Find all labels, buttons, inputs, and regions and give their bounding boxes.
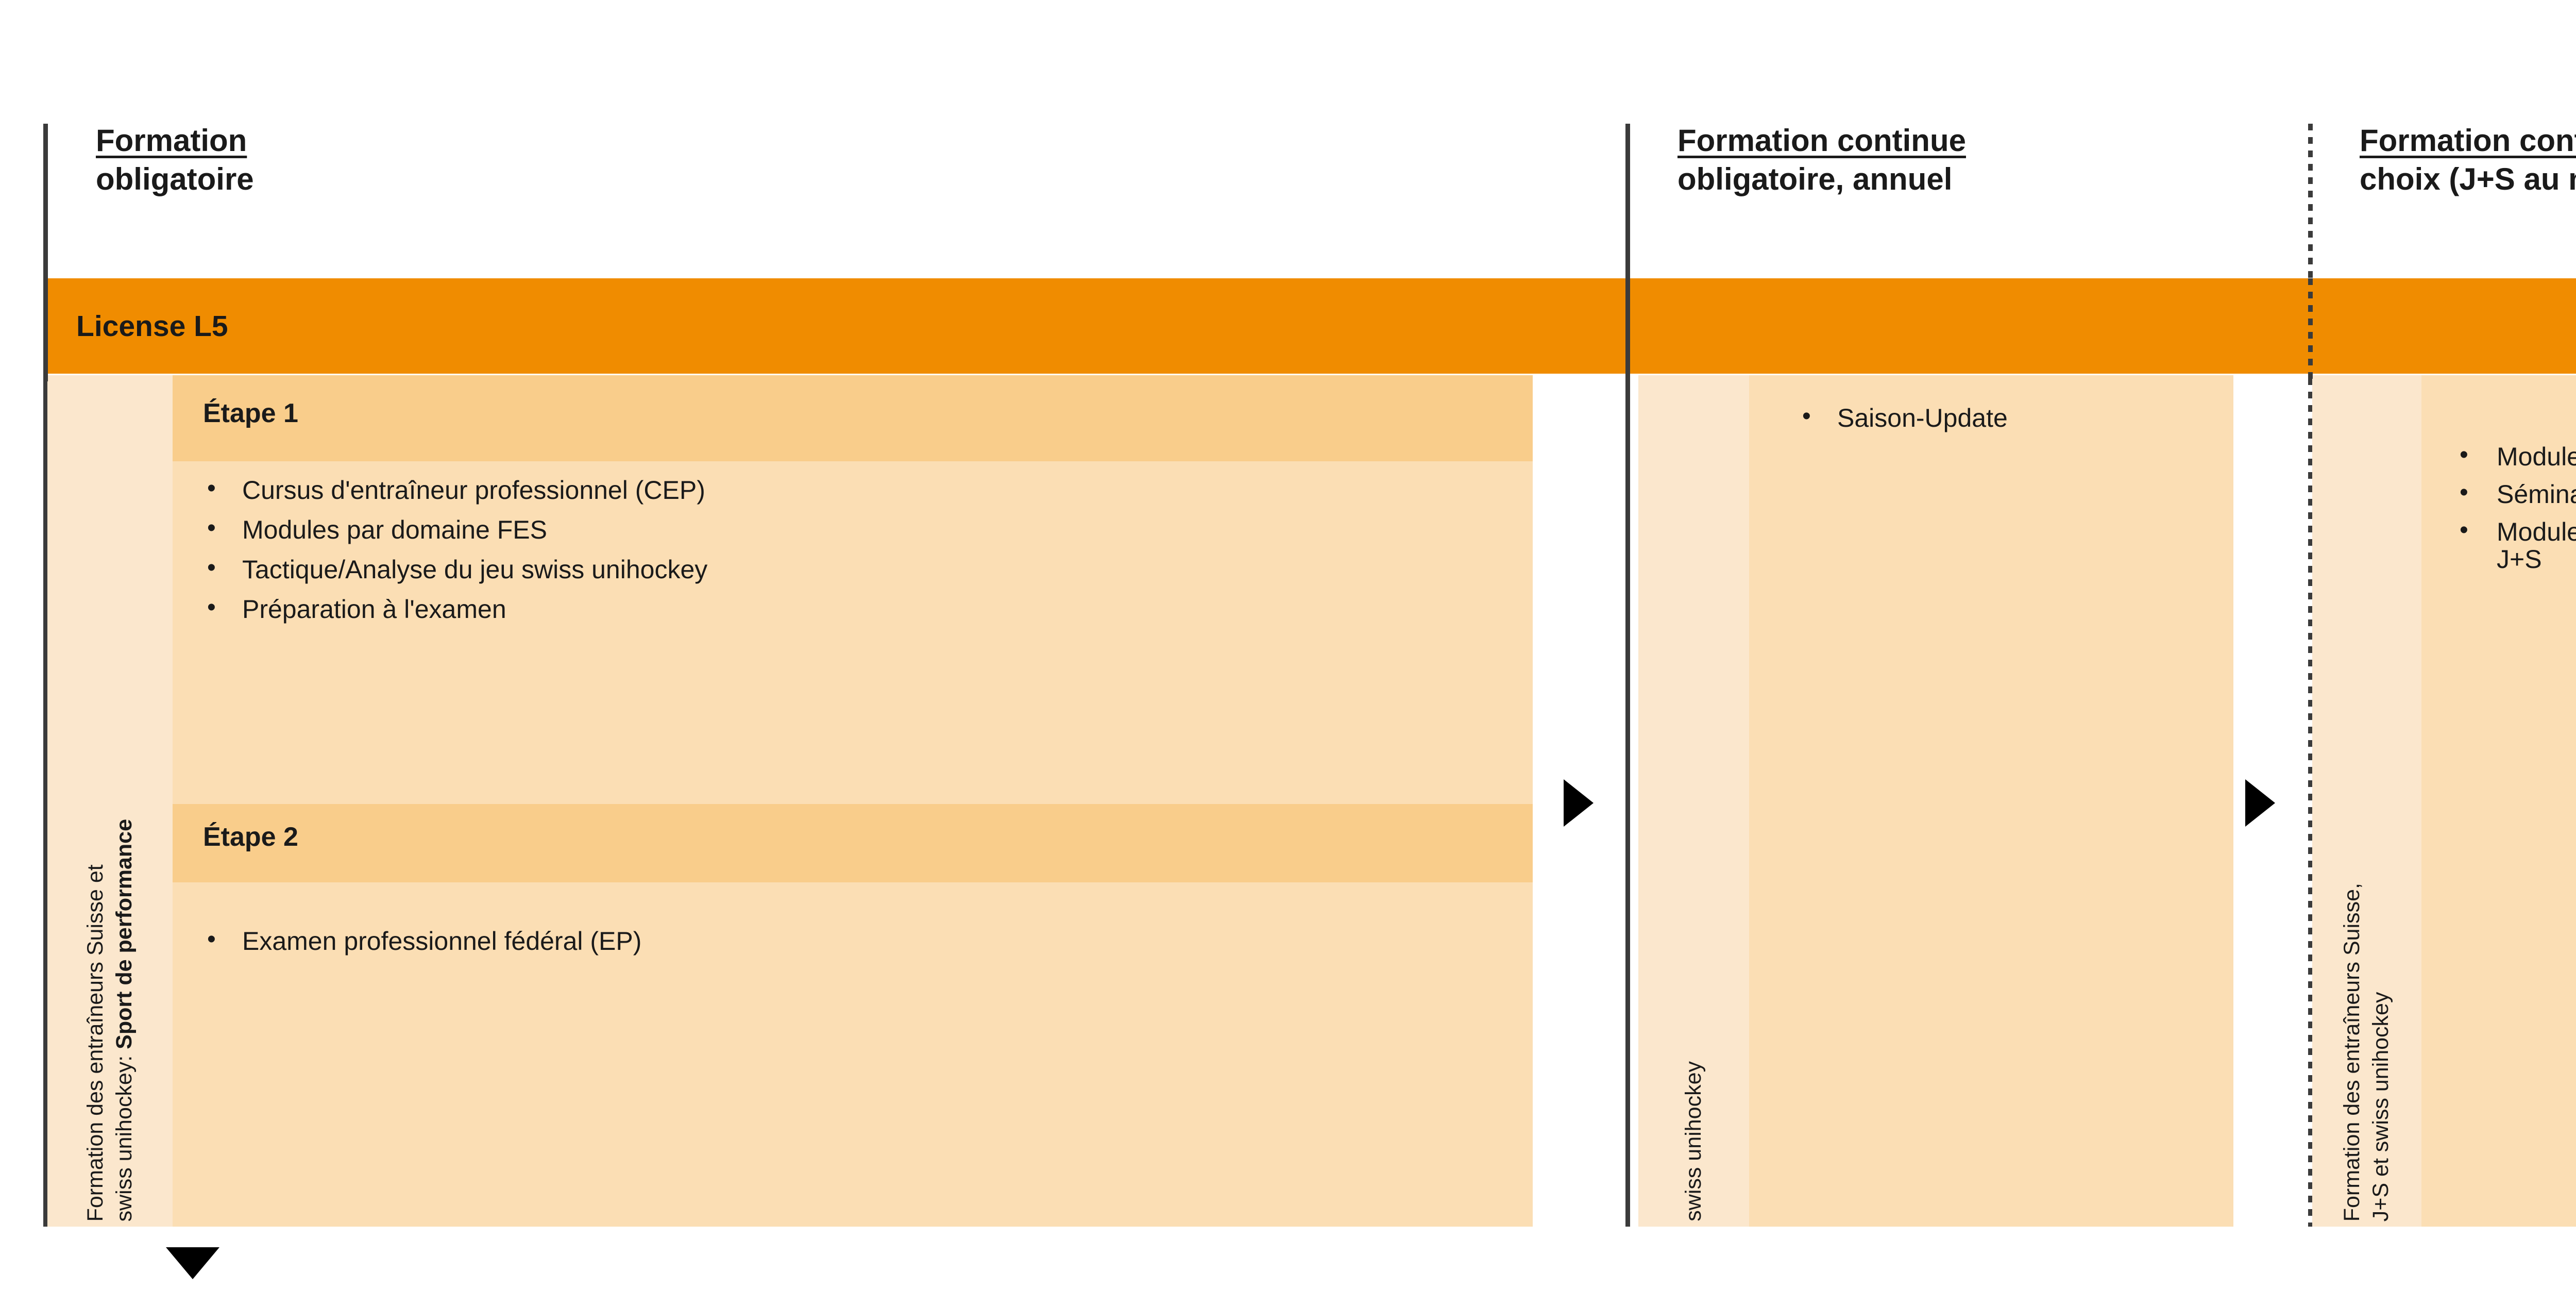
right-list: Modules par domaine FES Séminaires / JEM… <box>2452 442 2576 583</box>
left-stage2-title: Étape 2 <box>203 822 298 852</box>
arrow-right-icon-2 <box>2245 779 2275 827</box>
header-left-line1: Formation <box>96 123 247 158</box>
left-stage1-filler <box>173 778 1533 804</box>
right-side-label-line1: Formation des entraîneurs Suisse, <box>2340 882 2365 1221</box>
list-item: Préparation à l'examen <box>203 595 1501 623</box>
list-item: Examen professionnel fédéral (EP) <box>203 927 1501 955</box>
header-left: Formation obligatoire <box>96 123 254 198</box>
right-side-label: Formation des entraîneurs Suisse, J+S et… <box>2312 381 2421 1221</box>
left-stage2-list: Examen professionnel fédéral (EP) <box>203 927 1501 967</box>
middle-side-strip <box>1638 375 1749 1227</box>
list-item: Modules par domaine FES <box>2452 442 2576 471</box>
list-item: Cursus d'entraîneur professionnel (CEP) <box>203 476 1501 504</box>
column-rule-middle-overlay <box>1625 278 1630 381</box>
middle-body <box>1749 375 2233 1227</box>
middle-side-label-text: swiss unihockey <box>1681 1061 1706 1221</box>
left-side-label-line2-bold: Sport de performance <box>111 818 137 1049</box>
list-item: Modules Formation continue J+S <box>2452 517 2576 573</box>
header-middle-line1: Formation continue <box>1677 123 1966 158</box>
middle-list: Saison-Update <box>1798 404 2221 444</box>
left-stage1-header-band <box>173 375 1533 461</box>
middle-side-label: swiss unihockey <box>1638 381 1749 1221</box>
list-item: Tactique/Analyse du jeu swiss unihockey <box>203 555 1501 583</box>
arrow-down-icon <box>166 1247 219 1279</box>
list-item: Séminaires / JEM <box>2452 480 2576 508</box>
license-band: License L5 <box>47 278 2576 374</box>
right-side-label-line2: J+S et swiss unihockey <box>2368 992 2393 1221</box>
header-right: Formation continue choix (J+S au moins t… <box>2360 123 2576 198</box>
list-item: Saison-Update <box>1798 404 2221 432</box>
header-right-line1: Formation continue <box>2360 123 2576 158</box>
column-rule-left-overlay <box>43 278 48 381</box>
column-rule-right-dotted <box>2308 124 2313 1227</box>
left-side-strip <box>47 375 173 1227</box>
header-middle-line2: obligatoire, annuel <box>1677 161 1953 196</box>
arrow-right-icon-1 <box>1564 779 1594 827</box>
column-rule-right-dotted-overlay <box>2308 278 2313 381</box>
column-rule-middle <box>1625 124 1630 1227</box>
header-right-line2: choix (J+S au moins tous les 2 ans) <box>2360 161 2576 196</box>
left-stage2-header-band <box>173 804 1533 882</box>
right-side-strip <box>2312 375 2421 1227</box>
left-stage1-title: Étape 1 <box>203 398 298 428</box>
left-side-label-line2-normal: swiss unihockey: <box>111 1049 137 1221</box>
column-rule-left <box>43 124 48 1227</box>
left-stage1-list: Cursus d'entraîneur professionnel (CEP) … <box>203 476 1501 635</box>
left-side-label-line1: Formation des entraîneurs Suisse et <box>82 864 108 1221</box>
header-middle: Formation continue obligatoire, annuel <box>1677 123 1966 198</box>
license-band-label: License L5 <box>76 309 228 343</box>
left-side-label: Formation des entraîneurs Suisse et swis… <box>47 381 173 1221</box>
list-item: Modules par domaine FES <box>203 515 1501 544</box>
header-left-line2: obligatoire <box>96 161 254 196</box>
